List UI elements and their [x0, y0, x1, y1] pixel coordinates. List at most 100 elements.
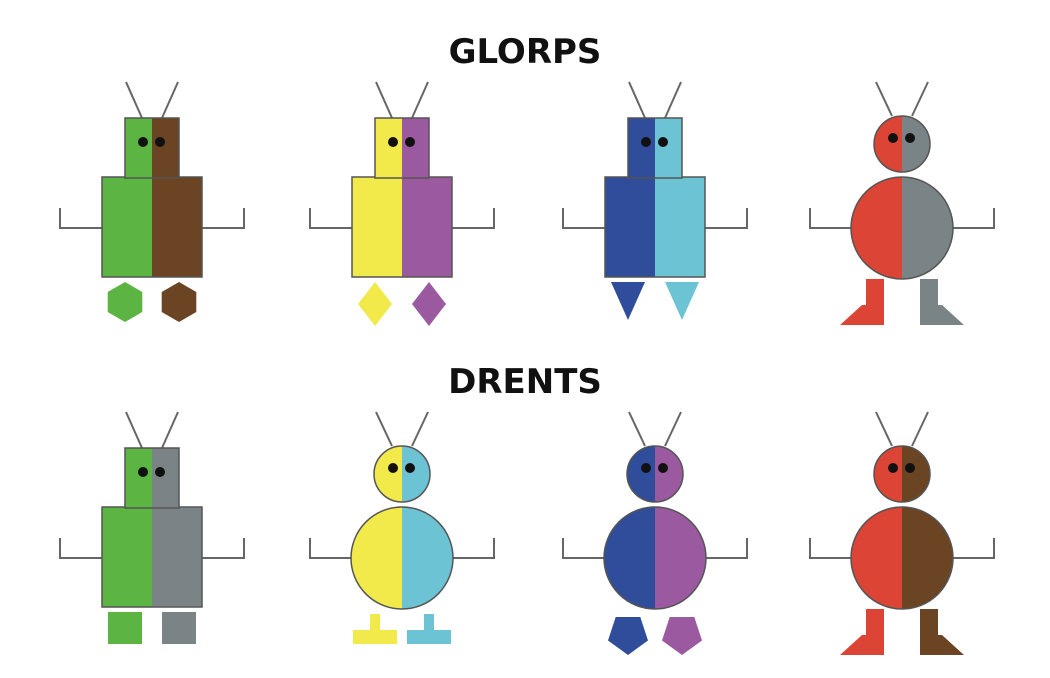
head-left [627, 446, 655, 502]
body-right [152, 177, 202, 277]
body-left [851, 507, 902, 609]
antenna-right [911, 411, 929, 447]
foot-right [161, 282, 197, 322]
arm-right [952, 538, 995, 559]
eye-left [888, 133, 898, 143]
body-left [102, 507, 152, 607]
foot-left [108, 612, 142, 644]
eye-right [405, 463, 415, 473]
head-outline [873, 445, 931, 503]
body-right [655, 177, 705, 277]
creature-0-0 [59, 81, 245, 322]
head-outline [627, 117, 683, 179]
arm-left [809, 208, 852, 229]
antenna-right [411, 411, 429, 447]
foot-left [840, 279, 884, 325]
antenna-right [911, 81, 929, 117]
body-right [902, 507, 953, 609]
foot-right [920, 279, 964, 325]
arm-right [705, 208, 748, 229]
creature-1-0 [59, 411, 245, 644]
arm-right [705, 538, 748, 559]
arm-left [309, 208, 352, 229]
arm-left [562, 538, 605, 559]
eye-left [888, 463, 898, 473]
body-outline [603, 506, 707, 610]
antenna-right [161, 411, 179, 449]
head-right [902, 116, 930, 172]
antenna-left [875, 81, 893, 117]
head-outline [374, 117, 430, 179]
arm-right [452, 538, 495, 559]
body-left [102, 177, 152, 277]
head-outline [124, 117, 180, 179]
foot-right [662, 617, 702, 655]
foot-left [840, 609, 884, 655]
antenna-right [664, 81, 682, 119]
eye-left [138, 137, 148, 147]
eye-right [155, 137, 165, 147]
body-left [851, 177, 902, 279]
head-right [402, 446, 430, 502]
eye-right [905, 463, 915, 473]
creature-1-1 [309, 411, 495, 644]
body-left [604, 507, 655, 609]
arm-right [952, 208, 995, 229]
body-right [655, 507, 706, 609]
arm-left [809, 538, 852, 559]
antenna-right [161, 81, 179, 119]
foot-right [162, 612, 196, 644]
foot-right [665, 282, 699, 320]
head-right [402, 118, 429, 178]
eye-right [405, 137, 415, 147]
arm-right [202, 208, 245, 229]
foot-left [611, 282, 645, 320]
head-right [655, 446, 683, 502]
eye-right [155, 467, 165, 477]
antenna-left [628, 81, 646, 119]
head-outline [373, 445, 431, 503]
head-left [628, 118, 655, 178]
head-left [374, 446, 402, 502]
arm-right [202, 538, 245, 559]
body-outline [850, 506, 954, 610]
body-right [902, 177, 953, 279]
creature-1-3 [809, 411, 995, 655]
eye-left [138, 467, 148, 477]
antenna-left [125, 411, 143, 449]
body-right [402, 177, 452, 277]
head-right [655, 118, 682, 178]
drents-title: DRENTS [448, 362, 602, 402]
antenna-left [375, 411, 393, 447]
foot-left [107, 282, 143, 322]
body-left [352, 177, 402, 277]
antenna-left [125, 81, 143, 119]
eye-right [658, 137, 668, 147]
antenna-right [411, 81, 429, 119]
antenna-left [875, 411, 893, 447]
arm-left [309, 538, 352, 559]
head-left [874, 116, 902, 172]
head-left [125, 118, 152, 178]
antenna-right [664, 411, 682, 447]
head-right [152, 448, 179, 508]
antenna-left [628, 411, 646, 447]
eye-left [641, 463, 651, 473]
foot-right [424, 614, 434, 630]
body-outline [850, 176, 954, 280]
creature-1-2 [562, 411, 748, 655]
arm-left [562, 208, 605, 229]
foot-left [353, 630, 397, 644]
eye-left [641, 137, 651, 147]
foot-right [412, 282, 446, 326]
body-right [152, 507, 202, 607]
foot-left [358, 282, 392, 326]
antenna-left [375, 81, 393, 119]
glorps-title: GLORPS [448, 32, 602, 72]
head-outline [124, 447, 180, 509]
head-left [375, 118, 402, 178]
eye-right [658, 463, 668, 473]
body-right [402, 507, 453, 609]
body-left [351, 507, 402, 609]
